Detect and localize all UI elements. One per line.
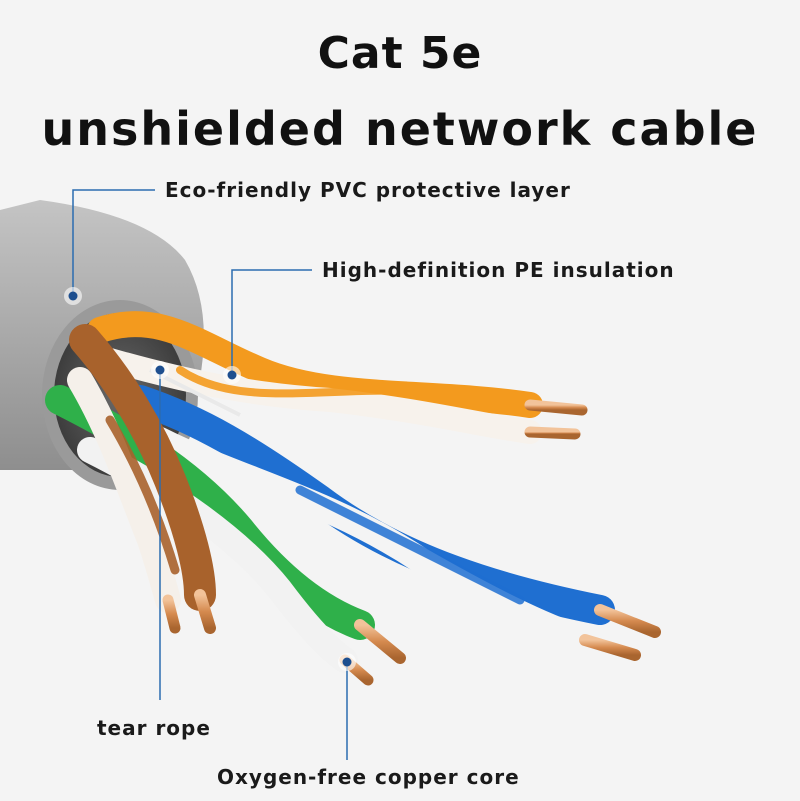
green-white-wire bbox=[77, 437, 358, 673]
title-line-1: Cat 5e bbox=[317, 28, 483, 79]
wire-pairs bbox=[45, 311, 615, 673]
title-line-2: unshielded network cable bbox=[41, 102, 759, 156]
brown-white-wire bbox=[67, 367, 181, 613]
callout-lines bbox=[72, 189, 348, 760]
insulation-leader-line bbox=[231, 269, 312, 375]
orange-white-wire bbox=[98, 348, 542, 444]
jacket-leader-line bbox=[72, 189, 155, 296]
insulation-label: High-definition PE insulation bbox=[322, 258, 675, 282]
jacket-label: Eco-friendly PVC protective layer bbox=[165, 178, 571, 202]
callout-dots bbox=[64, 287, 356, 671]
copper-conductors bbox=[162, 399, 661, 686]
orange-wire bbox=[87, 311, 543, 418]
tear-rope-label: tear rope bbox=[97, 716, 211, 740]
conductor-label: Oxygen-free copper core bbox=[217, 765, 520, 789]
blue-white-wire bbox=[147, 427, 598, 653]
brown-wire bbox=[69, 324, 216, 611]
